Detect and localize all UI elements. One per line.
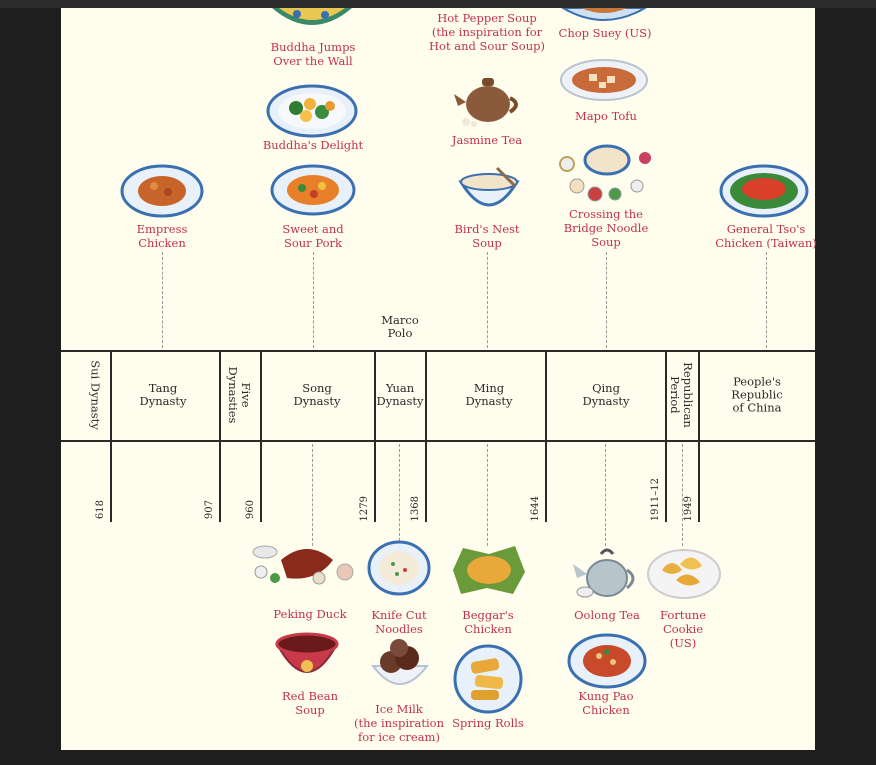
dish-mapo-tofu: Mapo Tofu [575, 109, 637, 123]
beggars-chicken-icon [453, 546, 525, 594]
connector-peking-duck [312, 444, 313, 546]
ice-milk-bowl-icon [371, 639, 429, 685]
dish-red-bean-soup: Red Bean Soup [281, 689, 339, 717]
divider-1279 [374, 350, 376, 522]
era-song: Song Dynasty [293, 381, 341, 408]
dish-general-tso: General Tso's Chicken (Taiwan) [715, 222, 817, 250]
connector-empress [162, 252, 163, 348]
dish-jasmine-tea: Jasmine Tea [451, 133, 523, 147]
spring-rolls-plate-icon [453, 644, 523, 714]
year-618: 618 [95, 500, 106, 520]
mapo-tofu-bowl-icon [560, 59, 648, 101]
fortune-cookie-plate-icon [647, 549, 721, 599]
year-907: 907 [204, 500, 215, 520]
divider-1644 [545, 350, 547, 522]
dish-knife-cut-noodles: Knife Cut Noodles [371, 608, 427, 636]
connector-birds-nest [487, 252, 488, 348]
top-bar [0, 0, 876, 8]
connector-beggars [487, 444, 488, 546]
dish-buddhas-delight: Buddha's Delight [262, 138, 364, 152]
marco-polo-label: Marco Polo [381, 313, 419, 340]
dish-hot-pepper-soup: Hot Pepper Soup (the inspiration for Hot… [429, 11, 545, 53]
era-republican: Republican Period [668, 362, 695, 428]
chop-suey-plate-icon [561, 8, 647, 21]
connector-oolong [605, 444, 606, 546]
dish-chop-suey: Chop Suey (US) [558, 26, 652, 40]
divider-1949 [698, 350, 700, 522]
divider-960 [260, 350, 262, 522]
general-tso-plate-icon [719, 164, 809, 218]
era-five: Five Dynasties [226, 366, 253, 424]
connector-sweet-sour [313, 252, 314, 348]
sweet-sour-pork-plate-icon [270, 164, 356, 216]
red-bean-soup-bowl-icon [275, 632, 339, 673]
connector-general-tso [766, 252, 767, 348]
dish-birds-nest-soup: Bird's Nest Soup [454, 222, 520, 250]
year-1644: 1644 [530, 496, 541, 522]
knife-cut-noodles-plate-icon [367, 540, 431, 596]
divider-618 [110, 350, 112, 522]
dish-kung-pao-chicken: Kung Pao Chicken [578, 689, 634, 717]
timeline-page: Sui Dynasty Tang Dynasty Five Dynasties … [61, 8, 817, 750]
era-prc: People's Republic of China [731, 374, 783, 415]
timeline-top-line [61, 350, 815, 352]
dish-oolong-tea: Oolong Tea [574, 608, 640, 622]
connector-crossing-bridge [606, 252, 607, 348]
peking-duck-icon [252, 545, 354, 585]
era-qing: Qing Dynasty [582, 381, 630, 408]
era-ming: Ming Dynasty [465, 381, 513, 408]
year-1279: 1279 [359, 496, 370, 522]
jasmine-teapot-icon [454, 78, 518, 127]
era-sui: Sui Dynasty [88, 360, 103, 430]
dish-peking-duck: Peking Duck [273, 607, 347, 621]
birds-nest-bowl-icon [458, 166, 520, 207]
oolong-teapot-icon [573, 548, 635, 598]
year-1368: 1368 [410, 496, 421, 522]
connector-fortune [682, 444, 683, 546]
buddha-jumps-bowl-icon [272, 8, 352, 25]
kung-pao-plate-icon [567, 633, 647, 689]
divider-907 [219, 350, 221, 522]
dish-sweet-sour-pork: Sweet and Sour Pork [282, 222, 344, 250]
year-960: 960 [245, 500, 256, 520]
era-tang: Tang Dynasty [139, 381, 187, 408]
dish-buddha-jumps: Buddha Jumps Over the Wall [270, 40, 356, 68]
empress-chicken-plate-icon [120, 164, 204, 218]
connector-knife-cut [399, 444, 400, 546]
divider-1368 [425, 350, 427, 522]
dish-ice-milk: Ice Milk (the inspiration for ice cream) [354, 702, 444, 744]
dish-crossing-bridge: Crossing the Bridge Noodle Soup [563, 207, 649, 249]
era-yuan: Yuan Dynasty [376, 381, 424, 408]
buddhas-delight-plate-icon [266, 84, 358, 138]
dish-beggars-chicken: Beggar's Chicken [462, 608, 514, 636]
divider-1911 [665, 350, 667, 522]
crossing-bridge-set-icon [559, 144, 651, 202]
timeline-bottom-line [61, 440, 815, 442]
dish-spring-rolls: Spring Rolls [452, 716, 524, 730]
dish-empress-chicken: Empress Chicken [136, 222, 188, 250]
dish-fortune-cookie: Fortune Cookie (US) [659, 608, 707, 650]
year-1949: 1949 [683, 496, 694, 522]
year-1911: 1911–12 [650, 478, 661, 522]
